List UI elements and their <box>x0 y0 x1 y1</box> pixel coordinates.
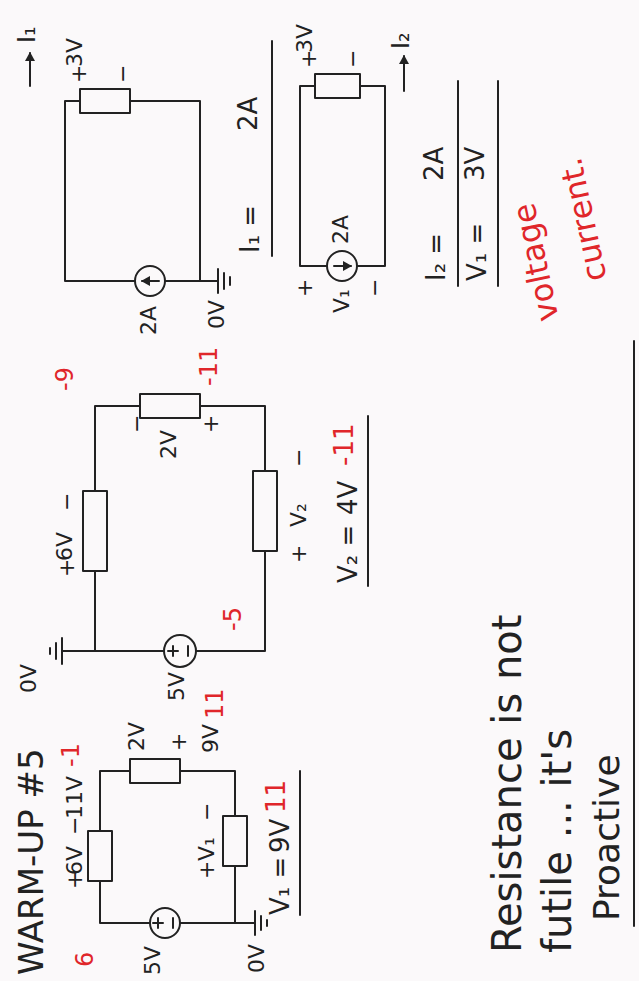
voltage-label: 6V <box>52 532 77 561</box>
voltage-label: 6V <box>62 846 87 875</box>
red-correction: current. <box>552 154 614 285</box>
resistor-symbol <box>140 394 200 418</box>
answer-text: V₁ = <box>266 857 296 915</box>
ground-symbol <box>200 269 230 293</box>
answer-text: 4V <box>334 481 364 515</box>
answer-text: 2A <box>234 97 264 131</box>
resistor-symbol <box>315 74 360 98</box>
wire <box>100 771 235 923</box>
red-correction: -11 <box>330 424 360 466</box>
polarity-sign: + <box>292 279 317 297</box>
polarity-sign: − <box>340 50 365 68</box>
caption-text: futile ... it's <box>534 729 580 953</box>
voltage-label: 9V <box>198 724 223 753</box>
polarity-sign: − <box>54 493 79 511</box>
answer-text: V₁ = <box>463 223 493 281</box>
red-correction: -9 <box>52 367 80 391</box>
red-correction: voltage <box>506 200 567 325</box>
answer-text: 9V <box>266 819 296 853</box>
voltage-label: 3V <box>292 24 317 53</box>
voltage-source-symbol <box>164 635 196 667</box>
answer-text: I₁ = <box>236 205 266 253</box>
red-correction: 11 <box>202 688 230 719</box>
resistor-symbol <box>88 831 112 881</box>
resistor-symbol <box>253 471 277 551</box>
ground-symbol <box>50 638 95 664</box>
polarity-mark <box>168 646 188 656</box>
polarity-sign: + <box>198 415 223 433</box>
wire <box>300 86 385 266</box>
wire <box>95 406 265 651</box>
polarity-sign: + <box>66 65 91 83</box>
current-arrow <box>29 53 31 86</box>
polarity-sign: − <box>62 817 87 835</box>
source-arrow <box>334 265 351 267</box>
answer-line <box>299 771 301 915</box>
red-correction: -11 <box>196 347 224 386</box>
current-arrow <box>403 56 405 91</box>
answer-text: 3V <box>461 147 491 181</box>
current-label: 2A <box>136 306 161 335</box>
polarity-sign: − <box>286 449 311 467</box>
voltage-label: 2V <box>156 430 181 459</box>
voltage-label: 5V <box>164 672 189 701</box>
polarity-sign: − <box>362 279 387 297</box>
answer-text: V₂ = <box>334 525 364 583</box>
source-arrow <box>142 280 159 282</box>
polarity-sign: − <box>194 803 219 821</box>
caption-text: Proactive <box>586 754 627 921</box>
worksheet-title: WARM-UP #5 <box>12 748 51 975</box>
current-source-symbol <box>135 266 165 296</box>
polarity-sign: − <box>124 415 149 433</box>
voltage-label: 11V <box>62 776 87 819</box>
answer-line <box>633 341 635 926</box>
voltage-label: 3V <box>62 38 87 67</box>
ground-symbol <box>235 911 267 935</box>
resistor-symbol <box>130 759 180 783</box>
polarity-sign: − <box>110 65 135 83</box>
resistor-symbol <box>80 89 130 113</box>
polarity-sign: + <box>286 545 311 563</box>
current-source-symbol <box>327 251 357 281</box>
red-correction: 6 <box>72 952 100 967</box>
polarity-sign: + <box>194 861 219 879</box>
caption-text: Resistance is not <box>484 615 530 953</box>
wire <box>65 101 200 281</box>
ground-label: 0V <box>16 664 41 693</box>
polarity-mark <box>153 918 173 928</box>
ground-label: 0V <box>244 944 269 973</box>
ground-label: 0V <box>204 300 229 329</box>
current-label: 2A <box>328 215 353 244</box>
red-correction: -1 <box>58 743 86 767</box>
voltage-label: V₁ <box>194 837 219 861</box>
answer-line <box>271 41 273 256</box>
answer-line <box>367 416 369 586</box>
answer-text: I₂ = <box>422 233 452 281</box>
resistor-symbol <box>83 491 107 571</box>
answer-text: 2A <box>420 147 450 181</box>
voltage-label: V₂ <box>286 503 311 527</box>
voltage-label: 2V <box>124 722 149 751</box>
polarity-sign: + <box>54 559 79 577</box>
current-label: I₁ <box>14 26 42 43</box>
answer-line <box>458 81 498 286</box>
red-correction: -5 <box>220 607 248 631</box>
red-correction: 11 <box>262 780 292 813</box>
polarity-sign: + <box>166 733 191 751</box>
voltage-source-symbol <box>150 908 180 938</box>
current-label: I₂ <box>388 32 416 49</box>
voltage-label: 5V <box>140 946 165 975</box>
voltage-label: V₁ <box>329 289 354 313</box>
resistor-symbol <box>223 816 247 866</box>
